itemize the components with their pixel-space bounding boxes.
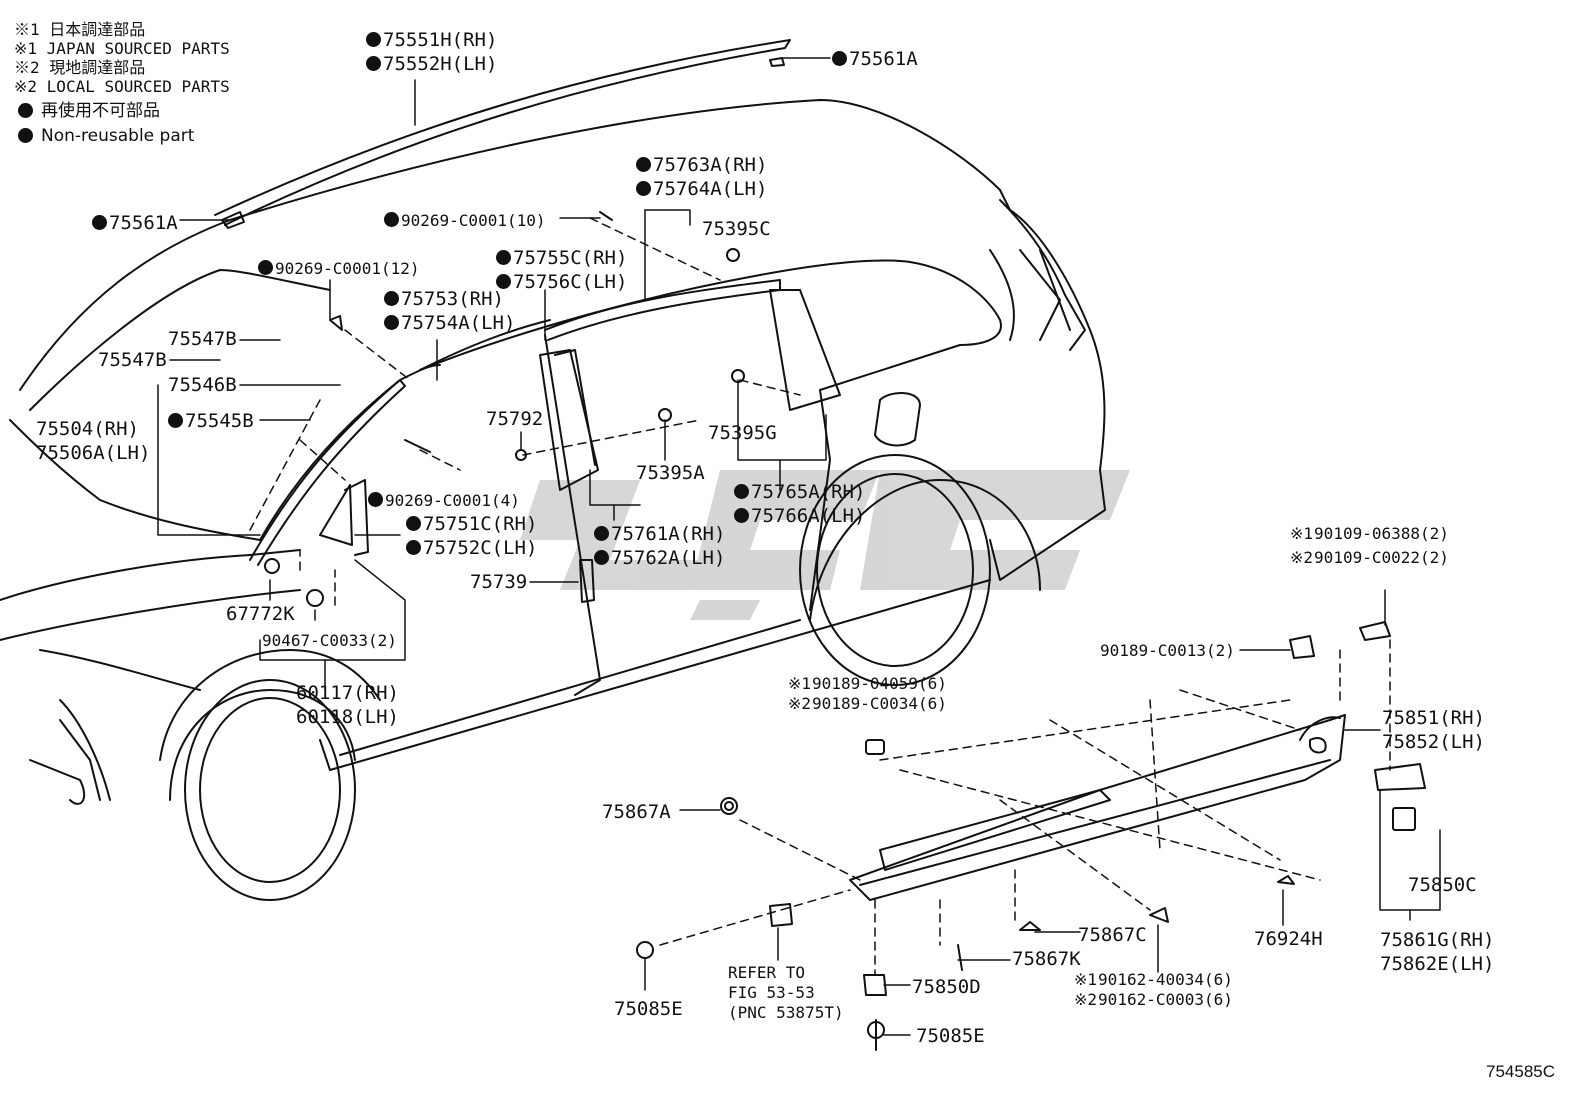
part-75862e: 75862E(LH) [1380,953,1495,975]
part-75395a: 75395A [636,462,705,484]
part-75851: 75851(RH) [1382,707,1485,729]
bullet-icon [258,260,273,275]
bullet-icon [384,291,399,306]
legend-japan-en: ※1 JAPAN SOURCED PARTS [14,39,230,58]
part-90269-12: 90269-C0001(12) [258,258,420,280]
bullet-icon [18,128,33,143]
leader-lines [157,57,1441,1036]
bullet-icon [734,508,749,523]
bullet-icon [406,540,421,555]
part-75561a-top: 75561A [832,48,918,70]
refer-line-3: (PNC 53875T) [728,1003,844,1022]
part-90109-c0022: ※290109-C0022(2) [1290,548,1449,567]
bullet-icon [168,413,183,428]
bullet-icon [594,526,609,541]
part-75764a: 75764A(LH) [636,178,767,200]
part-76924h: 76924H [1254,928,1323,950]
part-60118: 60118(LH) [296,706,399,728]
part-75850d: 75850D [912,976,981,998]
legend-local-en: ※2 LOCAL SOURCED PARTS [14,77,230,96]
part-67772k: 67772K [226,603,295,625]
watermark-logo [520,470,1130,620]
part-75867c: 75867C [1078,924,1147,946]
part-75551h: 75551H(RH) [366,29,497,51]
legend-japan-jp: ※1 日本調達部品 [14,20,146,39]
part-75754a: 75754A(LH) [384,312,515,334]
bullet-icon [496,274,511,289]
bullet-icon [92,215,107,230]
part-75547b-b: 75547B [98,349,167,371]
part-75395c: 75395C [702,218,771,240]
bullet-icon [496,250,511,265]
part-75867a: 75867A [602,801,671,823]
part-75761a: 75761A(RH) [594,523,725,545]
part-75545b: 75545B [168,410,254,432]
part-90162-c0003: ※290162-C0003(6) [1074,990,1233,1009]
bullet-icon [594,550,609,565]
bullet-icon [384,315,399,330]
part-90269-4: 90269-C0001(4) [368,490,520,512]
part-75552h: 75552H(LH) [366,53,497,75]
dashed-guides [249,217,1391,976]
part-90467: 90467-C0033(2) [262,631,397,650]
part-75852: 75852(LH) [1382,731,1485,753]
bullet-icon [18,103,33,118]
bullet-icon [406,516,421,531]
bullet-icon [366,32,381,47]
refer-line-1: REFER TO [728,963,806,982]
part-90189-c0013: 90189-C0013(2) [1100,641,1235,660]
bullet-icon [636,157,651,172]
part-75765a: 75765A(RH) [734,481,865,503]
part-90109-06388: ※190109-06388(2) [1290,524,1449,543]
part-75395g: 75395G [708,422,777,444]
part-75751c: 75751C(RH) [406,513,537,535]
part-75792: 75792 [486,408,544,430]
part-75085e-b: 75085E [916,1025,985,1047]
part-90269-10: 90269-C0001(10) [384,210,546,232]
bullet-icon [832,51,847,66]
part-75867k: 75867K [1012,948,1081,970]
part-75762a: 75762A(LH) [594,547,725,569]
part-75753: 75753(RH) [384,288,504,310]
refer-line-2: FIG 53-53 [728,983,815,1002]
bullet-icon [384,212,399,227]
part-75547b-a: 75547B [168,328,237,350]
bullet-icon [734,484,749,499]
part-75546b: 75546B [168,374,237,396]
legend-nonreusable-en: Non-reusable part [18,126,194,146]
fasteners [264,211,1426,1051]
part-75755c: 75755C(RH) [496,247,627,269]
part-75504: 75504(RH) [36,418,139,440]
part-75752c: 75752C(LH) [406,537,537,559]
part-90189-c0034: ※290189-C0034(6) [788,694,947,713]
part-75766a: 75766A(LH) [734,505,865,527]
part-75850c: 75850C [1408,874,1477,896]
part-75861g: 75861G(RH) [1380,929,1495,951]
part-75561a-left: 75561A [92,212,178,234]
part-75763a: 75763A(RH) [636,154,767,176]
bullet-icon [636,181,651,196]
part-90189-04059: ※190189-04059(6) [788,674,947,693]
legend-nonreusable-jp: 再使用不可部品 [18,101,160,121]
part-90162-40034: ※190162-40034(6) [1074,970,1233,989]
part-75506a: 75506A(LH) [36,442,151,464]
figure-code: 754585C [1486,1062,1556,1081]
legend-local-jp: ※2 現地調達部品 [14,58,146,77]
part-75085e-a: 75085E [614,998,683,1020]
bullet-icon [366,56,381,71]
part-75756c: 75756C(LH) [496,271,627,293]
part-75739: 75739 [470,571,528,593]
part-60117: 60117(RH) [296,682,399,704]
bullet-icon [368,492,383,507]
